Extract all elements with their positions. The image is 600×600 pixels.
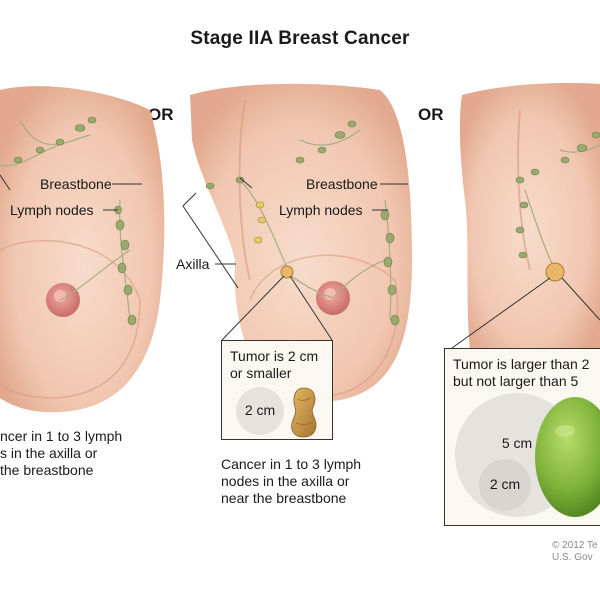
circle-label: 2 cm: [244, 402, 276, 418]
breastbone-label: Breastbone: [40, 176, 112, 192]
tumor-icon: [545, 262, 565, 282]
lymph-nodes-label: Lymph nodes: [10, 202, 94, 218]
size-circle-2cm: 2 cm: [479, 459, 531, 511]
tumor-size-callout-large: Tumor is larger than 2 but not larger th…: [444, 348, 600, 526]
axilla-label: Axilla: [176, 256, 210, 272]
circle-label: 5 cm: [501, 435, 533, 451]
cancerous-lymph-nodes: [253, 201, 267, 244]
panel-1-torso: [0, 86, 165, 413]
circle-label: 2 cm: [489, 476, 521, 492]
page-title: Stage IIA Breast Cancer: [190, 28, 410, 49]
or-separator-2: OR: [418, 105, 444, 124]
lymph-node-cluster-3: [515, 131, 600, 259]
lime-icon: [535, 397, 600, 517]
lymph-nodes-label: Lymph nodes: [279, 202, 363, 218]
peanut-icon: [291, 387, 317, 438]
panel-1-caption: ncer in 1 to 3 lymph s in the axilla or …: [0, 428, 123, 478]
panel-3-torso: [451, 83, 600, 350]
callout-text: Tumor is larger than 2 but not larger th…: [453, 356, 590, 389]
tumor-size-callout-small: Tumor is 2 cm or smaller 2 cm: [221, 340, 333, 440]
lymph-node-cluster-1: [13, 116, 137, 326]
or-separator-1: OR: [148, 105, 174, 124]
panel-2-torso: [182, 83, 412, 402]
breastbone-label: Breastbone: [306, 176, 378, 192]
copyright-notice: © 2012 Te U.S. Gov: [552, 540, 598, 563]
size-circle-2cm: 2 cm: [236, 387, 284, 435]
tumor-icon: [280, 265, 294, 279]
callout-text: Tumor is 2 cm or smaller: [230, 348, 319, 381]
panel-2-caption: Cancer in 1 to 3 lymph nodes in the axil…: [221, 456, 362, 506]
